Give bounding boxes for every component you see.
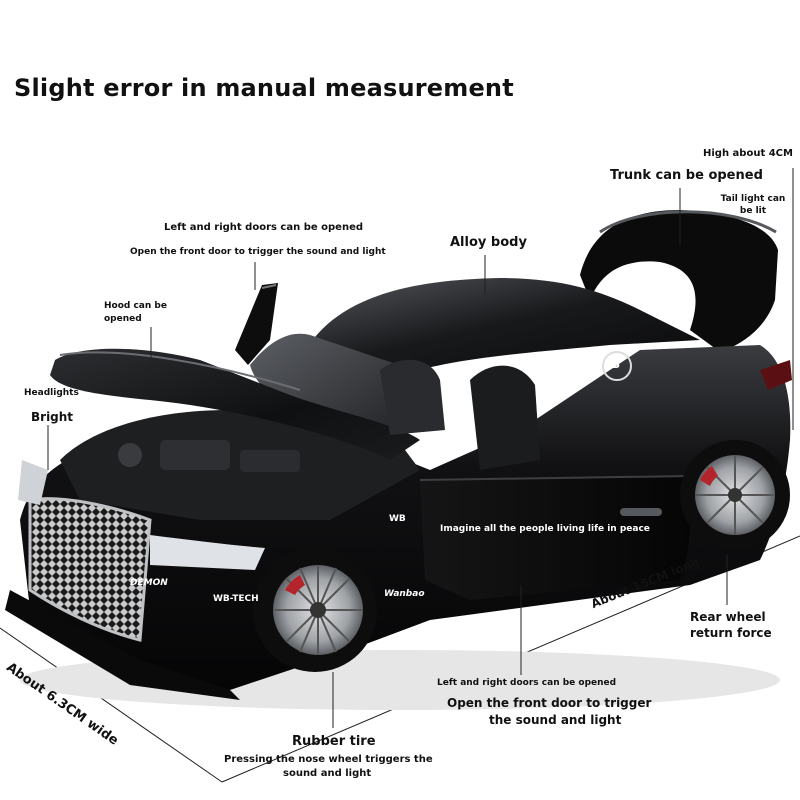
front-door-label-top: Open the front door to trigger the sound… [130,247,386,257]
page-title: Slight error in manual measurement [14,74,514,102]
wb-tech-badge: WB-TECH [213,594,259,604]
headlights-label: Headlights [24,388,79,398]
alloy-body-label: Alloy body [450,235,527,250]
demon-badge: DEMON [130,578,168,588]
tail-light-label: Tail light can be lit [720,194,786,216]
front-door-label-bottom-1: Open the front door to trigger [447,696,652,710]
hood-label: Hood can be opened [104,301,167,324]
nose-wheel-label-2: sound and light [283,768,372,779]
height-label: High about 4CM [703,148,793,159]
bright-label: Bright [31,410,74,424]
nose-wheel-label-1: Pressing the nose wheel triggers the [224,754,433,765]
b-logo: B [611,357,621,371]
rubber-tire-label: Rubber tire [292,734,376,749]
front-door-label-bottom-2: the sound and light [489,713,622,727]
rear-wheel-label-1: Rear wheel [690,610,766,624]
doors-label-top: Left and right doors can be opened [164,222,364,233]
wb-logo: WB [389,514,406,524]
door-slogan: Imagine all the people living life in pe… [440,524,650,534]
trunk-label: Trunk can be opened [610,168,763,183]
doors-label-bottom: Left and right doors can be opened [437,678,617,688]
wanbao-badge: Wanbao [384,589,425,599]
rear-wheel-label-2: return force [690,626,772,640]
